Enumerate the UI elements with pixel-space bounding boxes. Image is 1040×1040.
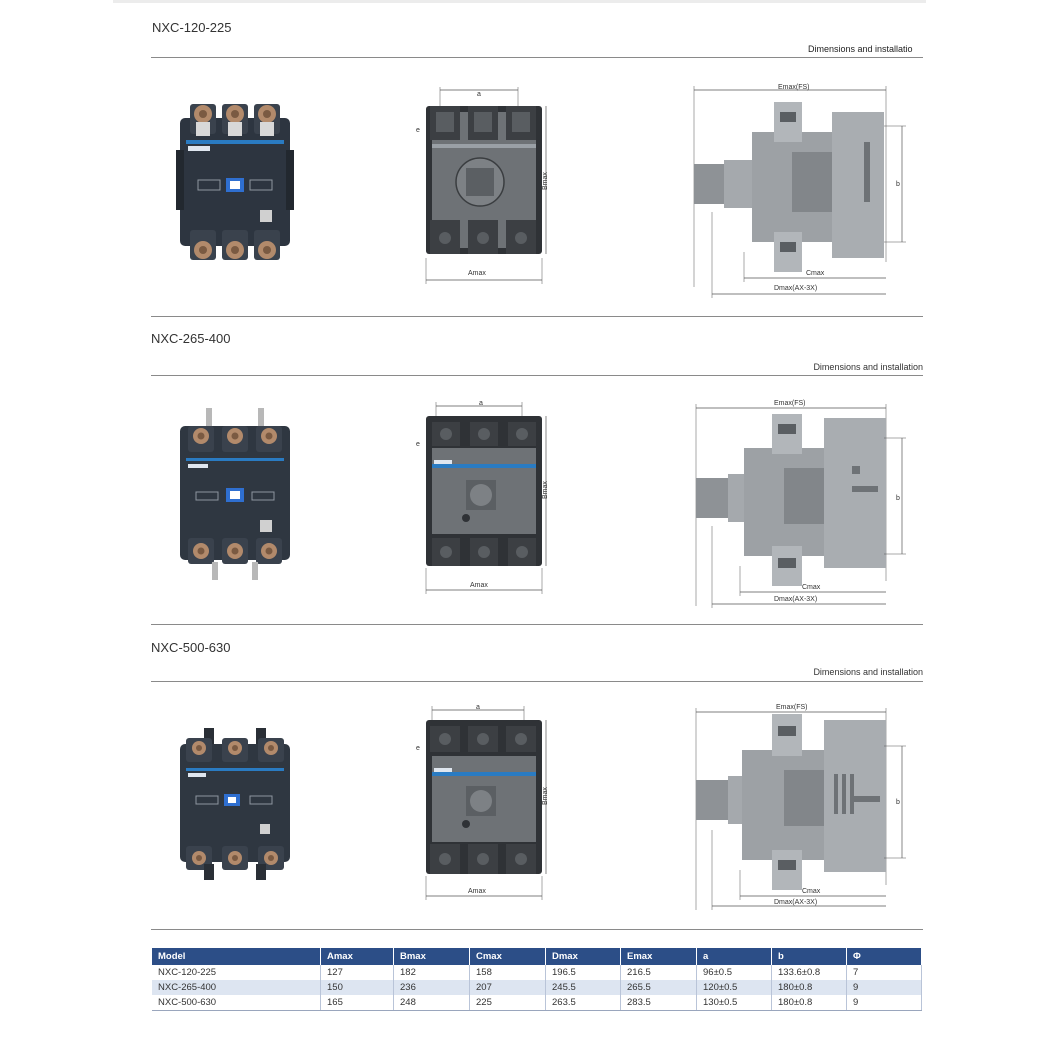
dim-a-label: a — [479, 400, 483, 407]
cell-cmax: 158 — [469, 965, 546, 980]
cell-dmax: 196.5 — [545, 965, 621, 980]
dim-bmax-label: Bmax — [542, 787, 549, 805]
cell-a: 130±0.5 — [696, 995, 772, 1011]
section-rule — [151, 375, 923, 376]
dim-dmax-label: Dmax(AX-3X) — [774, 899, 817, 906]
cell-cmax: 225 — [469, 995, 546, 1011]
dim-cmax-label: Cmax — [806, 270, 825, 277]
header-a: a — [696, 948, 772, 965]
cell-model: NXC-265-400 — [152, 980, 321, 995]
header-model: Model — [152, 948, 321, 965]
dim-bmax-label: Bmax — [542, 481, 549, 499]
dim-emax-label: Emax(FS) — [778, 84, 810, 91]
section-rule — [151, 57, 923, 58]
section-bottom-rule — [151, 624, 923, 625]
dim-b-label: b — [896, 181, 900, 188]
cell-b: 180±0.8 — [771, 995, 847, 1011]
product-photo — [180, 408, 290, 580]
cell-cmax: 207 — [469, 980, 546, 995]
header-amax: Amax — [320, 948, 394, 965]
cell-phi: 9 — [846, 995, 922, 1011]
cell-phi: 9 — [846, 980, 922, 995]
dim-cmax-label: Cmax — [802, 888, 821, 895]
header-cmax: Cmax — [469, 948, 546, 965]
dim-a-label: a — [476, 704, 480, 711]
header-b: b — [771, 948, 847, 965]
dim-amax-label: Amax — [470, 582, 488, 589]
cell-emax: 283.5 — [620, 995, 697, 1011]
front-view-drawing: a e Bmax Amax — [416, 87, 549, 284]
cell-dmax: 245.5 — [545, 980, 621, 995]
section-subtitle: Dimensions and installation — [813, 362, 923, 372]
cell-a: 96±0.5 — [696, 965, 772, 980]
cell-bmax: 182 — [393, 965, 470, 980]
dim-dmax-label: Dmax(AX-3X) — [774, 596, 817, 603]
section-title: NXC-120-225 — [152, 20, 232, 35]
cell-dmax: 263.5 — [545, 995, 621, 1011]
dim-e-label: e — [416, 441, 420, 448]
subtitle-clip: Dimensions and installatio — [760, 44, 927, 58]
header-dmax: Dmax — [545, 948, 621, 965]
front-view-drawing: a e Bmax Amax — [416, 400, 549, 594]
cell-a: 120±0.5 — [696, 980, 772, 995]
cell-b: 133.6±0.8 — [771, 965, 847, 980]
header-phi: Φ — [846, 948, 922, 965]
table-row: NXC-120-225 127 182 158 196.5 216.5 96±0… — [152, 965, 922, 980]
header-bmax: Bmax — [393, 948, 470, 965]
dim-amax-label: Amax — [468, 270, 486, 277]
dim-a-label: a — [477, 91, 481, 98]
section-title: NXC-500-630 — [151, 640, 231, 655]
dim-bmax-label: Bmax — [542, 172, 549, 190]
cell-amax: 127 — [320, 965, 394, 980]
cell-b: 180±0.8 — [771, 980, 847, 995]
page-top-edge — [113, 0, 926, 3]
header-emax: Emax — [620, 948, 697, 965]
dim-dmax-label: Dmax(AX-3X) — [774, 285, 817, 292]
side-view-drawing: Emax(FS) b Cmax Dmax(AX-3X) — [693, 84, 906, 298]
cell-bmax: 248 — [393, 995, 470, 1011]
cell-emax: 216.5 — [620, 965, 697, 980]
cell-phi: 7 — [846, 965, 922, 980]
dim-amax-label: Amax — [468, 888, 486, 895]
section-rule — [151, 681, 923, 682]
cell-model: NXC-120-225 — [152, 965, 321, 980]
cell-amax: 165 — [320, 995, 394, 1011]
section-bottom-rule — [151, 316, 923, 317]
dim-cmax-label: Cmax — [802, 584, 821, 591]
section-subtitle: Dimensions and installatio — [808, 44, 913, 54]
cell-bmax: 236 — [393, 980, 470, 995]
side-view-drawing: Emax(FS) b Cmax Dmax(AX-3X) — [695, 400, 906, 608]
section-subtitle: Dimensions and installation — [813, 667, 923, 677]
dim-e-label: e — [416, 127, 420, 134]
section-bottom-rule — [151, 929, 923, 930]
table-header-row: Model Amax Bmax Cmax Dmax Emax a b Φ — [152, 948, 922, 965]
dim-emax-label: Emax(FS) — [776, 704, 808, 711]
dim-b-label: b — [896, 799, 900, 806]
product-photo — [180, 728, 290, 880]
table-row: NXC-500-630 165 248 225 263.5 283.5 130±… — [152, 995, 922, 1011]
table-row: NXC-265-400 150 236 207 245.5 265.5 120±… — [152, 980, 922, 995]
section-title: NXC-265-400 — [151, 331, 231, 346]
product-photo — [176, 104, 294, 260]
cell-amax: 150 — [320, 980, 394, 995]
side-view-drawing: Emax(FS) b Cmax Dmax(AX-3X) — [695, 704, 906, 910]
dim-e-label: e — [416, 745, 420, 752]
dimensions-table: Model Amax Bmax Cmax Dmax Emax a b Φ NXC… — [152, 948, 922, 1011]
cell-model: NXC-500-630 — [152, 995, 321, 1011]
dim-emax-label: Emax(FS) — [774, 400, 806, 407]
dim-b-label: b — [896, 495, 900, 502]
front-view-drawing: a e Bmax Amax — [416, 704, 549, 900]
cell-emax: 265.5 — [620, 980, 697, 995]
